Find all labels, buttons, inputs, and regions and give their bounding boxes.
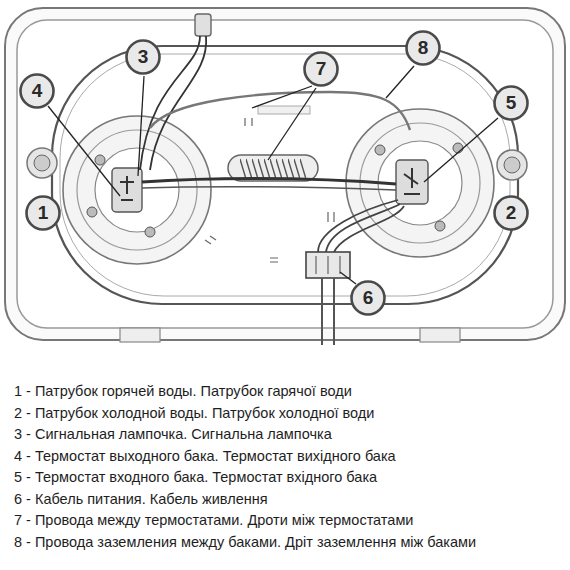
part-description: 4 - Термостат выходного бака. Термостат … (14, 448, 396, 465)
foot (420, 328, 460, 342)
leader-line (386, 66, 414, 98)
callout-number: 5 (493, 85, 529, 121)
thermostat-wire (142, 187, 396, 190)
callout-number: 7 (303, 51, 339, 87)
thermostat-knob (404, 168, 420, 194)
leader-line (268, 88, 316, 160)
part-description: 7 - Провода между термостатами. Дроти мі… (14, 512, 413, 529)
cold-pipe-bore (504, 157, 520, 173)
callout-number: 4 (19, 73, 55, 109)
thermostat-wire (142, 179, 396, 185)
part-description: 6 - Кабель питания. Кабель живлення (14, 491, 268, 508)
part-description: 5 - Термостат входного бака. Термостат в… (14, 469, 377, 486)
right-thermostat (396, 160, 428, 204)
left-flange-core (95, 148, 179, 232)
signal-lamp (195, 14, 211, 36)
cold-pipe (497, 150, 527, 180)
callout-circle: 7 (303, 51, 339, 87)
thermostat-knob (120, 176, 134, 200)
board-outline-inner (60, 54, 510, 296)
screw (95, 155, 105, 165)
callout-number: 3 (125, 39, 161, 75)
callout-circle: 1 (25, 195, 61, 231)
screw (145, 227, 155, 237)
part-description: 1 - Патрубок горячей воды. Патрубок гаря… (14, 383, 352, 400)
left-flange-ring (77, 130, 197, 250)
foot (120, 328, 160, 342)
housing-outer (5, 8, 565, 340)
terminal-screws (316, 256, 340, 274)
screw (453, 143, 463, 153)
leader-line (48, 106, 120, 196)
part-description: 3 - Сигнальная лампочка. Сигнальна лампо… (14, 426, 332, 443)
leader-line (424, 118, 498, 182)
callout-circle: 6 (350, 280, 386, 316)
callout-number: 8 (405, 30, 441, 66)
power-wires (318, 200, 404, 252)
hot-pipe-bore (34, 155, 50, 171)
callout-circle: 2 (493, 195, 529, 231)
screw (435, 221, 445, 231)
callout-circle: 8 (405, 30, 441, 66)
leader-line (138, 76, 144, 176)
leader-line (252, 86, 312, 108)
hot-pipe (27, 148, 57, 178)
part-description: 2 - Патрубок холодной воды. Патрубок хол… (14, 405, 374, 422)
left-flange (63, 116, 211, 264)
callout-circle: 4 (19, 73, 55, 109)
leader-line (340, 272, 356, 284)
callout-circle: 3 (125, 39, 161, 75)
callout-circle: 5 (493, 85, 529, 121)
power-cable (322, 278, 334, 345)
callout-number: 6 (350, 280, 386, 316)
callout-number: 1 (25, 195, 61, 231)
part-description: 8 - Провода заземления между баками. Дрі… (14, 534, 476, 551)
callout-number: 2 (493, 195, 529, 231)
board-outline (52, 46, 518, 304)
screw (87, 207, 97, 217)
marking (205, 118, 334, 262)
leader-lines (48, 66, 498, 284)
housing-inner (17, 20, 553, 328)
screw (375, 145, 385, 155)
serial-plate (258, 106, 310, 114)
